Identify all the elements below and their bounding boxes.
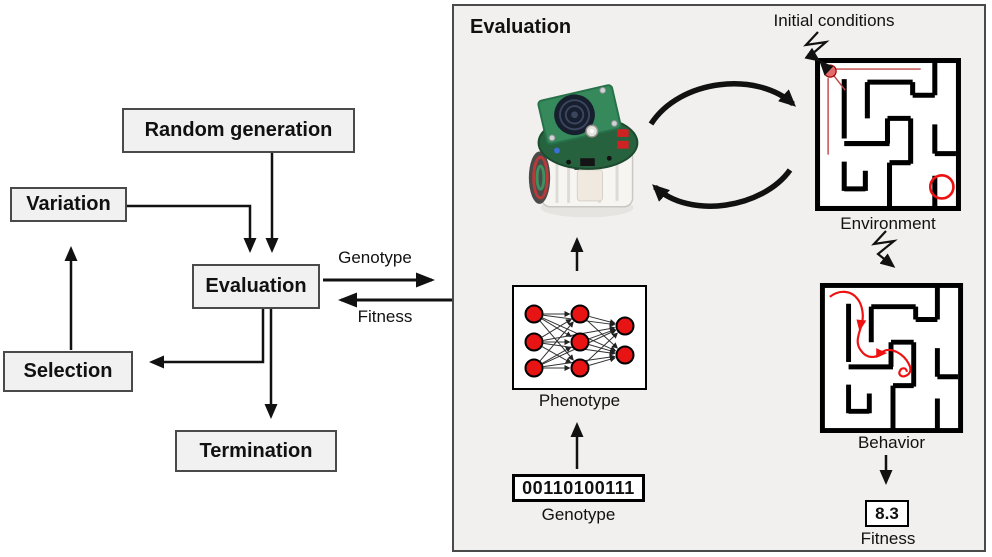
robot-speaker-board (537, 84, 622, 146)
fitness-box: 8.3 (865, 500, 909, 527)
nn-node (615, 316, 635, 336)
goal-circle (928, 173, 955, 200)
nn-node (570, 304, 590, 324)
genotype-label: Genotype (541, 505, 616, 524)
behavior-maze (819, 283, 964, 433)
environment-label: Environment (840, 214, 936, 233)
robot-image (528, 84, 639, 218)
flowchart-box-termination: Termination (175, 430, 337, 472)
nn-connection (541, 318, 572, 338)
robot-sensor-rays (827, 68, 921, 155)
initial-conditions-label: Initial conditions (773, 11, 895, 30)
nn-connection (586, 332, 619, 362)
evaluation-panel: Evaluation Initial conditions (452, 4, 986, 552)
trajectory-arrowhead-icon (856, 319, 867, 332)
nn-node (615, 345, 635, 365)
genotype-arrow-label: Genotype (338, 248, 412, 267)
arrow-variation-to-evaluation (127, 204, 257, 253)
phenotype-box (512, 285, 647, 390)
initial-conditions-arrowhead-icon (819, 60, 834, 76)
nn-connection (542, 346, 572, 364)
environment-maze (813, 58, 963, 211)
evaluation-panel-title: Evaluation (470, 16, 572, 38)
flowchart-box-random-generation: Random generation (122, 108, 355, 153)
nn-node (570, 358, 590, 378)
nn-connection (539, 320, 574, 361)
fitness-label: Fitness (860, 529, 916, 548)
nn-node (524, 332, 544, 352)
flowchart-box-selection: Selection (3, 351, 133, 392)
nn-connection (542, 346, 572, 364)
nn-node (570, 332, 590, 352)
nn-connection (541, 318, 572, 338)
behavior-label: Behavior (857, 433, 926, 452)
trajectory-arrowhead-icon (876, 348, 888, 358)
phenotype-label: Phenotype (538, 391, 621, 410)
nn-node (524, 358, 544, 378)
fitness-arrow-label: Fitness (357, 307, 413, 326)
behavior-trajectory (829, 290, 912, 378)
flowchart-box-variation: Variation (10, 187, 127, 222)
genotype-box: 00110100111 (512, 474, 645, 502)
nn-node (524, 304, 544, 324)
nn-connection (588, 328, 617, 340)
arrow-evaluation-to-selection (149, 309, 265, 369)
neural-network (524, 304, 635, 378)
flowchart-box-evaluation: Evaluation (192, 264, 320, 309)
